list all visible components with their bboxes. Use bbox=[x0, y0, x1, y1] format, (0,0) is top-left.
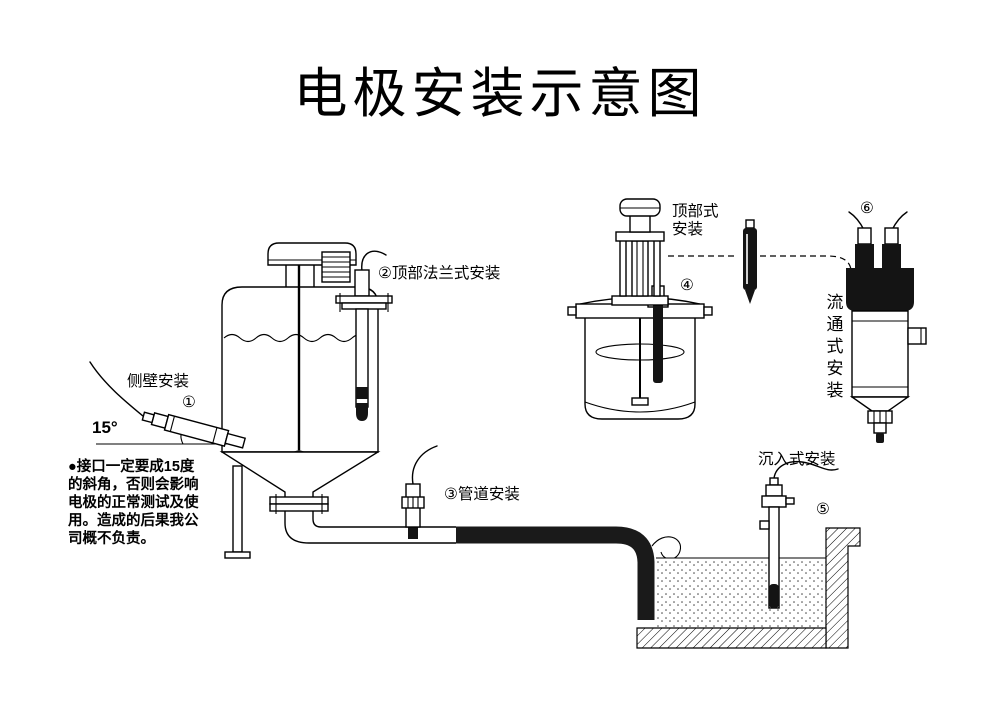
immersion-number: ⑤ bbox=[816, 501, 830, 518]
top-type-label-line1: 顶部式 bbox=[672, 202, 719, 220]
top-flange-label: ②顶部法兰式安装 bbox=[378, 264, 500, 282]
pit-bottom bbox=[636, 627, 827, 649]
pit-right-wall bbox=[825, 527, 861, 649]
electrode5-tip bbox=[769, 584, 779, 608]
lid-bolt-left bbox=[567, 306, 577, 316]
warning-line: 司概不负责。 bbox=[68, 529, 155, 547]
flow-label-char: 装 bbox=[827, 381, 844, 400]
shaft-foot bbox=[631, 397, 649, 406]
electrode1-cable bbox=[89, 361, 144, 417]
electrode5-tab bbox=[759, 520, 770, 530]
flow-label-char: 通 bbox=[827, 315, 844, 334]
cell-head-block bbox=[846, 268, 914, 311]
electrode2-tip bbox=[356, 403, 368, 421]
electrode5-cap bbox=[765, 484, 783, 497]
pit-liquid bbox=[656, 558, 826, 628]
top-type-number: ④ bbox=[680, 277, 694, 294]
probe-tip bbox=[745, 290, 755, 304]
tank-support-leg bbox=[232, 465, 243, 553]
immersion-label: 沉入式安装 bbox=[758, 450, 836, 468]
cell-bottom-cone bbox=[849, 396, 911, 412]
electrode2-cable bbox=[361, 250, 387, 272]
reaction-tank bbox=[219, 242, 456, 559]
electrode2-upper-tube bbox=[354, 269, 370, 297]
angle-label: 15° bbox=[92, 418, 118, 437]
drain-pipe bbox=[456, 526, 681, 620]
warning-line: ●接口一定要成15度 bbox=[68, 457, 195, 475]
pipe-bend-curl bbox=[651, 536, 681, 560]
electrode5-collar bbox=[761, 495, 787, 508]
flow-through-label: 流 通 式 安 装 bbox=[827, 293, 844, 400]
warning-line: 的斜角，否则会影响 bbox=[68, 475, 199, 493]
flow-label-char: 式 bbox=[827, 337, 844, 356]
flow-cell: ⑥ 流 通 式 安 装 bbox=[827, 200, 927, 443]
tank-bottom-flange bbox=[269, 494, 329, 514]
vessel-lid-flange bbox=[575, 303, 705, 319]
left-plug-body bbox=[855, 244, 874, 270]
immersion-electrode: 沉入式安装 ⑤ bbox=[758, 450, 839, 609]
lid-bolt-right bbox=[703, 306, 713, 316]
flow-label-char: 流 bbox=[827, 293, 844, 312]
probe-body bbox=[743, 228, 757, 290]
electrode2-flange bbox=[335, 295, 393, 304]
tank-cone-bottom bbox=[219, 451, 381, 501]
immersion-pit bbox=[636, 527, 861, 649]
top-mount-assembly bbox=[611, 198, 669, 306]
side-probe-assembly bbox=[141, 411, 247, 449]
drain-pipe-run bbox=[456, 526, 655, 620]
side-wall-electrode: 侧壁安装 ① 15° bbox=[89, 361, 247, 449]
cell-bottom-tip bbox=[876, 433, 884, 443]
electrode3-cable bbox=[411, 445, 438, 485]
pipeline-label: ③管道安装 bbox=[444, 485, 520, 503]
electrode5-stub bbox=[769, 477, 779, 486]
side-wall-label: 侧壁安装 bbox=[127, 372, 189, 390]
vessel-bottom-arc bbox=[584, 401, 696, 413]
electrode3-tip bbox=[408, 527, 418, 539]
stirrer-motor bbox=[321, 251, 351, 283]
right-plug-nut bbox=[884, 227, 899, 245]
warning-note: ●接口一定要成15度 的斜角，否则会影响 电极的正常测试及使 用。造成的后果我公… bbox=[68, 457, 199, 547]
electrode5-side-screw bbox=[785, 497, 795, 505]
right-plug-body bbox=[882, 244, 901, 270]
top-type-label-line2: 安装 bbox=[672, 220, 703, 238]
electrode2-flange bbox=[341, 302, 387, 310]
flow-label-char: 安 bbox=[827, 359, 844, 378]
cell-side-nozzle bbox=[907, 327, 927, 345]
cell-body bbox=[851, 310, 909, 398]
tank-leg-foot bbox=[224, 551, 251, 559]
cell-bottom-stub bbox=[873, 422, 887, 434]
page-title: 电极安装示意图 bbox=[294, 64, 707, 124]
outlet-pipe-inner-wall bbox=[312, 511, 456, 528]
alignment-dashed-line bbox=[760, 255, 853, 273]
electrode5-cable bbox=[773, 460, 839, 479]
left-plug-nut bbox=[857, 227, 872, 245]
warning-line: 电极的正常测试及使 bbox=[68, 493, 199, 511]
warning-line: 用。造成的后果我公 bbox=[68, 511, 199, 529]
outlet-pipe-outer-wall bbox=[284, 511, 456, 544]
pipeline-electrode: ③管道安装 bbox=[401, 445, 520, 539]
vessel-electrode-rod bbox=[653, 300, 663, 383]
probe-ring bbox=[745, 219, 755, 229]
tank-liquid-wave bbox=[223, 333, 369, 343]
flow-cell-number: ⑥ bbox=[860, 200, 874, 217]
top-flange-electrode: ②顶部法兰式安装 bbox=[335, 250, 500, 421]
electrode2-band bbox=[356, 387, 368, 399]
top-mount-vessel: 顶部式 安装 ④ bbox=[567, 198, 719, 420]
spare-electrode bbox=[743, 219, 757, 304]
side-wall-number: ① bbox=[182, 394, 196, 411]
